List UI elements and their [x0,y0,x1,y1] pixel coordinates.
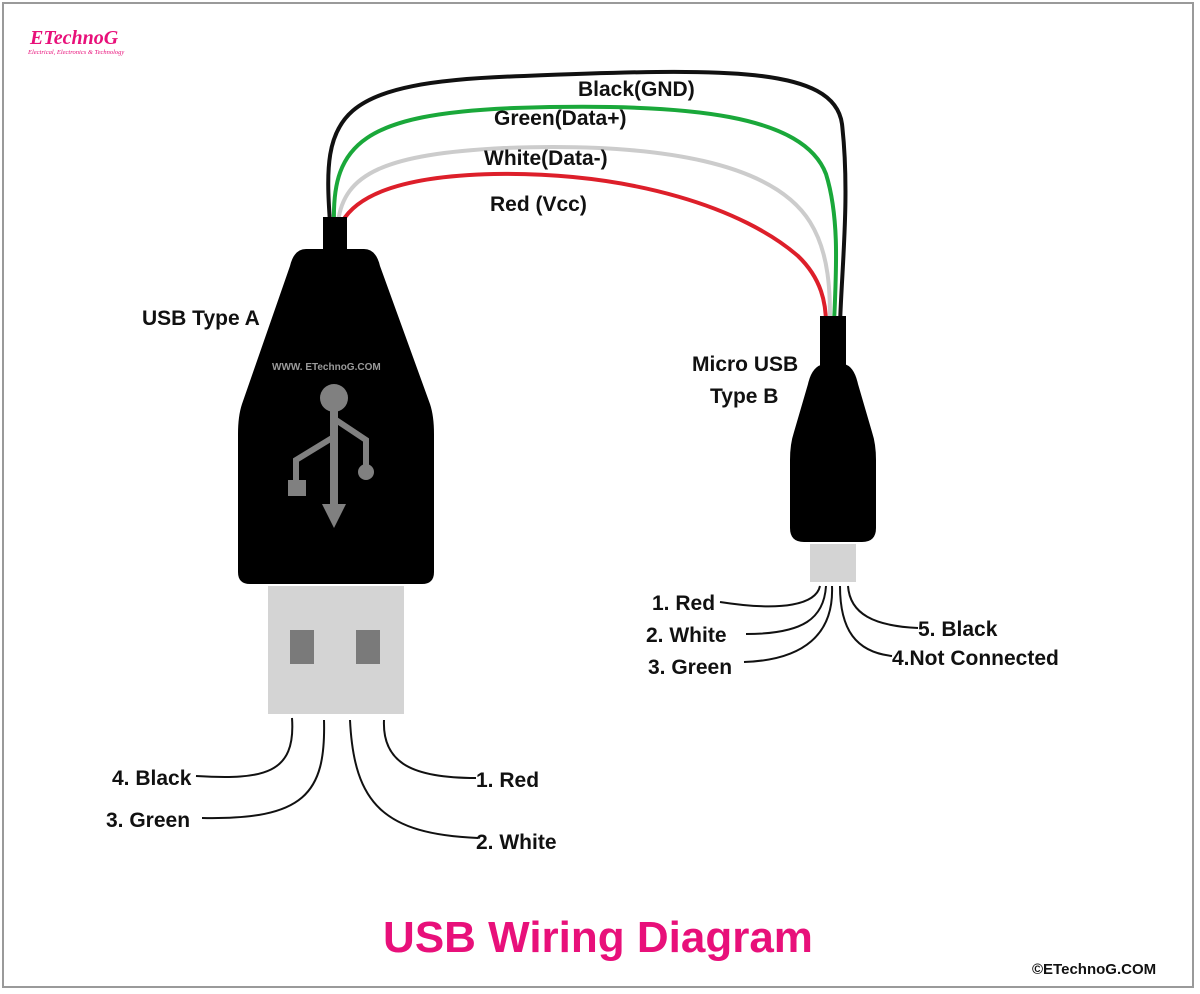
type-a-pin-leads [195,717,479,839]
type-a-lead-green [201,719,326,820]
cable-wires [326,69,848,325]
micro-b-lead-nc [839,585,893,657]
usb-symbol-icon [288,384,374,528]
micro-b-lead-red [719,585,821,608]
usb-wiring-diagram: ETechnoG Electrical, Electronics & Techn… [27,27,1156,978]
type-a-pin-3: 3. Green [106,809,190,832]
wire-red [340,171,828,325]
micro-b-pin-leads [719,585,919,663]
logo-text: ETechnoG [29,27,119,49]
wire-white [336,145,832,325]
micro-b-pin-3: 3. Green [648,656,732,679]
wire-label-white: White(Data-) [484,147,608,170]
micro-usb-connector [790,316,876,582]
micro-b-pin-2: 2. White [646,624,727,647]
micro-b-cable-neck [820,316,846,368]
wire-label-black: Black(GND) [578,78,695,101]
type-a-pin-1: 1. Red [476,769,539,792]
micro-b-pin-1: 1. Red [652,592,715,615]
type-a-slot-left [290,630,314,664]
micro-b-lead-green [743,585,834,663]
type-a-lead-black [195,717,294,778]
micro-b-label-line2: Type B [710,385,778,408]
type-a-slot-right [356,630,380,664]
micro-b-pin-5: 5. Black [918,618,998,641]
logo-tagline: Electrical, Electronics & Technology [27,49,124,56]
diagram-title: USB Wiring Diagram [383,913,813,962]
type-a-pin-4: 4. Black [112,767,192,790]
type-a-label: USB Type A [142,307,260,330]
type-a-metal-plug [268,586,404,714]
wire-green [331,104,839,325]
micro-b-metal-plug [810,544,856,582]
copyright-text: ©ETechnoG.COM [1032,961,1156,978]
wire-black [326,69,848,325]
usb-type-a-connector: WWW. ETechnoG.COM [238,217,434,714]
wire-label-green: Green(Data+) [494,107,626,130]
micro-b-lead-white [745,585,827,635]
type-a-lead-red [382,719,477,779]
type-a-cable-neck [323,217,347,251]
micro-b-pin-4: 4.Not Connected [892,647,1059,670]
micro-b-body [790,364,876,542]
etechnog-logo: ETechnoG Electrical, Electronics & Techn… [27,27,124,56]
watermark-text: WWW. ETechnoG.COM [272,362,381,373]
wire-label-red: Red (Vcc) [490,193,587,216]
micro-b-label-line1: Micro USB [692,353,798,376]
type-a-lead-white [349,719,479,839]
type-a-pin-2: 2. White [476,831,557,854]
micro-b-lead-black [847,585,919,629]
